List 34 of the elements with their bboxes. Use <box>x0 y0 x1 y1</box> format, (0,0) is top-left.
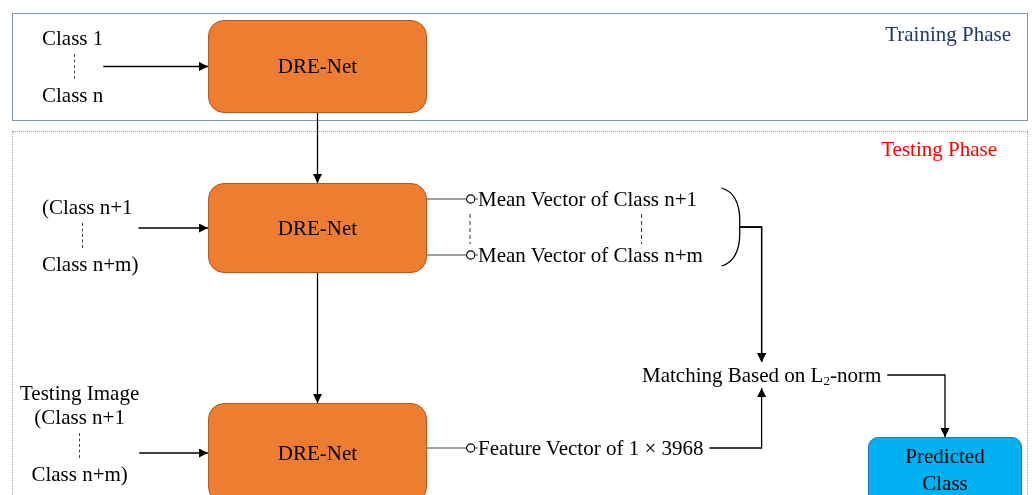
arrow <box>137 223 209 233</box>
arrow <box>886 374 950 438</box>
class-label: Class 1 <box>42 26 104 50</box>
text-label: Mean Vector of Class n+m <box>478 242 703 268</box>
class-label: (Class n+1 <box>34 405 125 429</box>
phase-panel <box>12 13 1028 121</box>
arrow <box>138 448 209 458</box>
panel-title: Testing Phase <box>881 136 997 162</box>
class-label: Class n <box>42 83 104 107</box>
phase-panel <box>12 131 1028 495</box>
box-label: Predicted Class <box>904 443 986 495</box>
arrow <box>313 112 322 184</box>
process-box <box>208 183 427 273</box>
process-box <box>208 403 427 495</box>
arrow <box>313 272 322 404</box>
arrow <box>708 387 767 449</box>
class-label: Class n+m) <box>31 462 128 486</box>
box-label: DRE-Net <box>277 214 358 242</box>
connector-line <box>426 443 479 453</box>
box-label: DRE-Net <box>277 53 358 80</box>
panel-title: Training Phase <box>885 21 1011 47</box>
text-label: Matching Based on L$_{2}$-norm <box>642 362 882 388</box>
box-label: DRE-Net <box>277 439 358 467</box>
arrow <box>102 62 209 71</box>
connector-line <box>426 194 479 204</box>
arrow <box>720 226 767 363</box>
connector-line <box>426 250 479 260</box>
text-label: Feature Vector of 1 × 3968 <box>478 435 704 461</box>
process-box <box>868 437 1022 495</box>
text-label: Mean Vector of Class n+1 <box>478 186 698 212</box>
process-box <box>208 20 427 113</box>
class-label: (Class n+1 <box>42 195 133 219</box>
class-label: Testing Image <box>20 381 140 405</box>
class-label: Class n+m) <box>42 252 139 276</box>
